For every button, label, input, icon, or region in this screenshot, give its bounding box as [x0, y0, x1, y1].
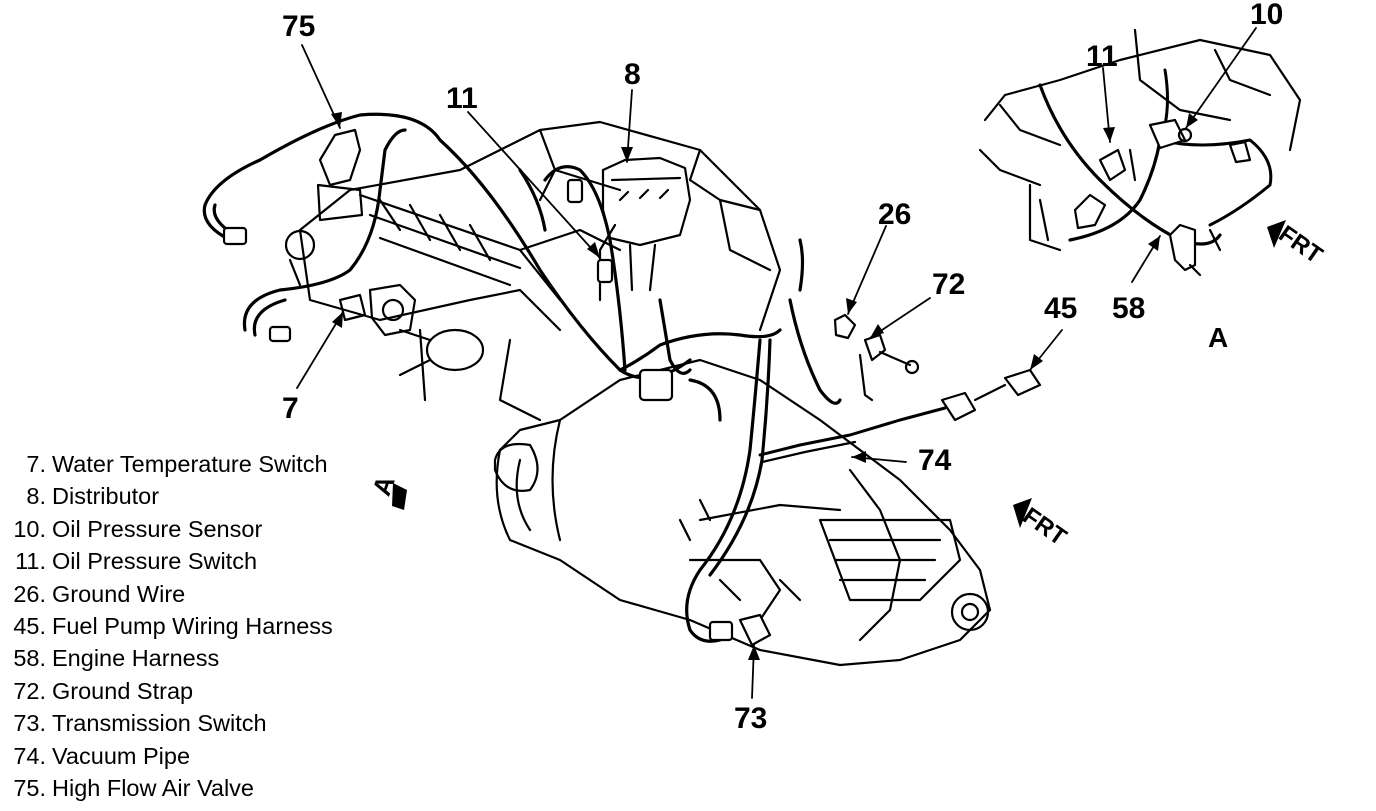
callout-58: 58: [1112, 292, 1146, 325]
distributor-shape: [598, 156, 692, 302]
callout-73: 73: [734, 702, 768, 735]
transmission-switch-shape: [738, 613, 772, 647]
leader-10: [1185, 27, 1257, 129]
water-temp-switch-shape: [338, 283, 417, 337]
legend-item: 58.Engine Harness: [13, 645, 220, 672]
engine-block: [298, 120, 782, 422]
callout-72: 72: [932, 268, 966, 301]
legend-item: 26.Ground Wire: [13, 580, 186, 607]
legend-item: 74.Vacuum Pipe: [13, 742, 191, 769]
legend-item: 72.Ground Strap: [13, 677, 194, 704]
ground-parts: [833, 313, 920, 402]
legend-item: 10.Oil Pressure Sensor: [13, 515, 263, 542]
legend-item: 7.Water Temperature Switch: [26, 451, 328, 477]
leader-arrowheads: [331, 112, 1198, 660]
leader-7: [296, 311, 344, 389]
callout-8: 8: [624, 58, 641, 91]
vacuum-pipe-shape: [758, 368, 1042, 464]
frt-arrow-inset: [1267, 220, 1286, 248]
callout-11-inset: 11: [1086, 40, 1118, 73]
view-label-a-inset: A: [1208, 322, 1229, 353]
legend-item: 8.Distributor: [26, 483, 160, 510]
transmission: [493, 358, 992, 667]
air-valve-shape: [284, 128, 364, 287]
legend-item: 45.Fuel Pump Wiring Harness: [13, 612, 333, 639]
parts-legend: 7.Water Temperature Switch 8.Distributor…: [2, 448, 333, 804]
callout-10: 10: [1250, 0, 1284, 31]
view-a-arrow: [392, 483, 407, 510]
callout-26: 26: [878, 198, 912, 231]
leader-11-main: [467, 111, 601, 259]
direction-arrows: [392, 220, 1286, 528]
callout-11-main: 11: [446, 82, 478, 115]
legend-item: 11.Oil Pressure Switch: [15, 548, 258, 575]
callout-7: 7: [282, 392, 299, 425]
wiring-harness: [202, 112, 842, 643]
harness-connectors: [222, 178, 734, 642]
legend-item: 75.High Flow Air Valve: [13, 774, 254, 801]
callout-75: 75: [282, 10, 316, 43]
inset-view-a: [978, 28, 1302, 277]
callout-74: 74: [918, 444, 952, 477]
callout-45: 45: [1044, 292, 1078, 325]
frt-arrow-main: [1013, 498, 1032, 528]
leader-26: [847, 225, 887, 315]
legend-item: 73.Transmission Switch: [13, 710, 267, 737]
